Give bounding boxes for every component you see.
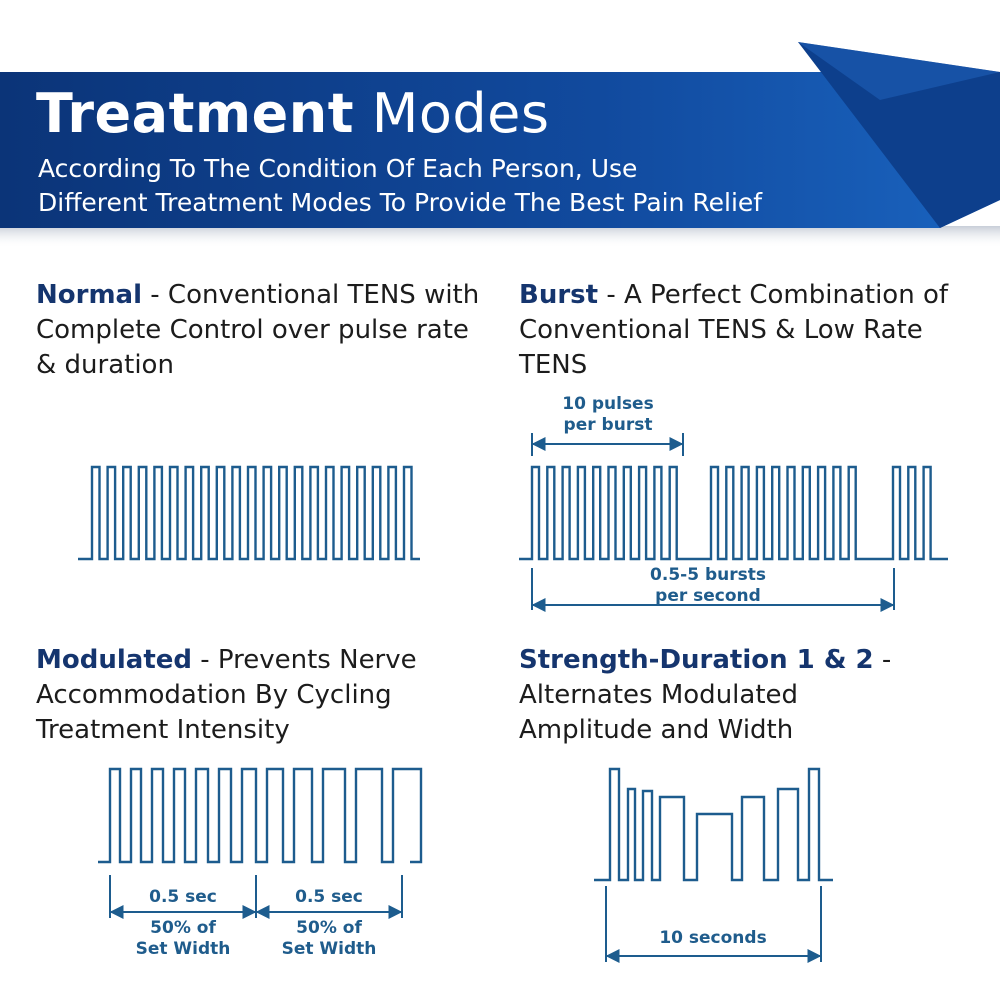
mode-burst-text: Burst - A Perfect Combination of Convent… — [519, 278, 989, 383]
title-bold: Treatment — [36, 82, 355, 145]
modulated-left-width-label: 50% of Set Width — [118, 918, 248, 960]
page-title: Treatment Modes — [36, 82, 550, 145]
burst-rate-label: 0.5-5 bursts per second — [638, 565, 778, 607]
header-banner: Treatment Modes According To The Conditi… — [0, 0, 1000, 250]
mode-modulated-name: Modulated — [36, 645, 192, 675]
subtitle-line-2: Different Treatment Modes To Provide The… — [38, 188, 763, 217]
modulated-pulse-waveform — [98, 767, 423, 864]
subtitle-line-1: According To The Condition Of Each Perso… — [38, 154, 638, 183]
burst-pulses-label-line-2: per burst — [563, 415, 653, 435]
strength-duration-pulse-waveform — [594, 767, 833, 882]
burst-pulse-waveform — [519, 465, 948, 561]
modulated-right-time-label: 0.5 sec — [295, 887, 363, 907]
mode-modulated-description: - Prevents Nerve Accommodation By Cyclin… — [36, 645, 417, 745]
burst-pulses-label-line-1: 10 pulses — [562, 394, 654, 414]
title-light: Modes — [371, 82, 550, 145]
normal-pulse-waveform — [78, 465, 420, 561]
mode-burst-name: Burst — [519, 280, 599, 310]
modulated-right-width-line-2: Set Width — [281, 939, 377, 959]
mode-burst-description: - A Perfect Combination of Conventional … — [519, 280, 949, 380]
mode-strength-duration-name: Strength-Duration 1 & 2 — [519, 645, 874, 675]
burst-rate-label-line-2: per second — [655, 586, 761, 606]
mode-modulated-text: Modulated - Prevents Nerve Accommodation… — [36, 643, 476, 748]
modulated-left-width-line-1: 50% of — [150, 918, 216, 938]
modulated-right-width-label: 50% of Set Width — [264, 918, 394, 960]
mode-normal-description: - Conventional TENS with Complete Contro… — [36, 280, 480, 380]
burst-pulses-label: 10 pulses per burst — [548, 394, 668, 436]
burst-rate-label-line-1: 0.5-5 bursts — [650, 565, 766, 585]
page-subtitle: According To The Condition Of Each Perso… — [38, 152, 938, 220]
mode-normal-text: Normal - Conventional TENS with Complete… — [36, 278, 486, 383]
modulated-left-time-label: 0.5 sec — [149, 887, 217, 907]
modulated-right-width-line-1: 50% of — [296, 918, 362, 938]
mode-strength-duration-description: - Alternates Modulated Amplitude and Wid… — [519, 645, 892, 745]
sd-duration-label: 10 seconds — [659, 928, 767, 948]
mode-normal-name: Normal — [36, 280, 142, 310]
mode-strength-duration-text: Strength-Duration 1 & 2 - Alternates Mod… — [519, 643, 919, 748]
modulated-left-width-line-2: Set Width — [135, 939, 231, 959]
banner-background — [0, 42, 1000, 248]
